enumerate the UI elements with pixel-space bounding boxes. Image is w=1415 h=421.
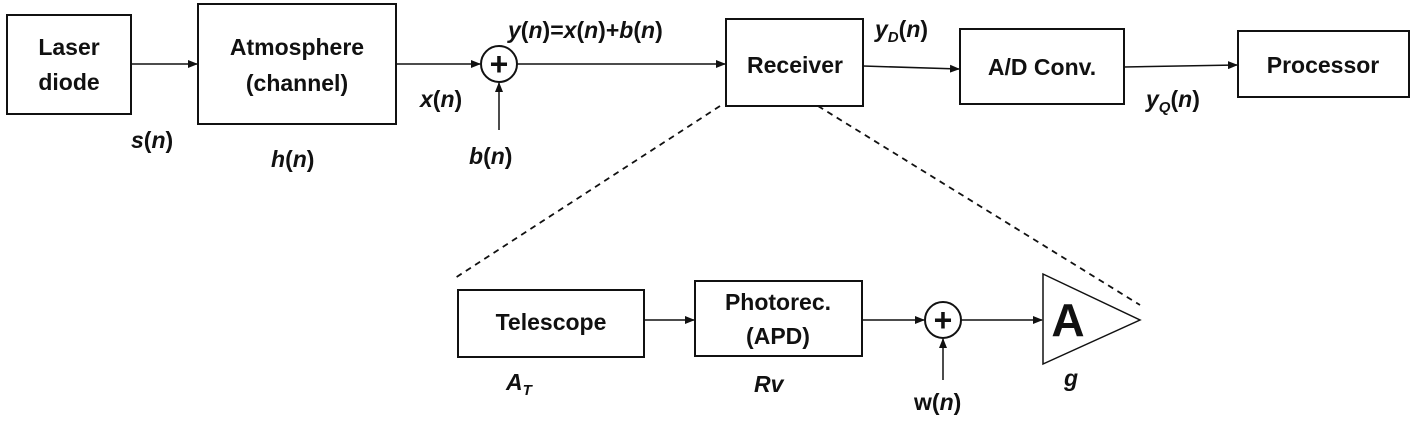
sum-node-bottom-plus: +: [934, 302, 953, 338]
signal-b-label: b(n): [469, 143, 512, 169]
signal-y-equation: y(n)=x(n)+b(n): [507, 17, 663, 43]
photoreceiver-label-line2: (APD): [746, 323, 810, 349]
sum-node-top: +: [480, 45, 518, 83]
signal-g-label: g: [1063, 365, 1078, 391]
receiver-block: Receiver: [725, 18, 864, 107]
laser-diode-label-line2: diode: [38, 69, 99, 95]
laser-diode-block: Laser diode: [6, 14, 132, 115]
signal-AT-label: AT: [505, 369, 534, 399]
amplifier-triangle: A: [1042, 272, 1142, 366]
telescope-label: Telescope: [496, 309, 607, 335]
processor-block: Processor: [1237, 30, 1410, 98]
zoom-line-right: [817, 105, 1141, 306]
signal-yQ-label: yQ(n): [1145, 86, 1200, 116]
amplifier-label: A: [1051, 294, 1084, 346]
signal-x-label: x(n): [418, 86, 462, 112]
signal-w-label: w(n): [913, 389, 961, 415]
photoreceiver-label-line1: Photorec.: [725, 289, 831, 315]
arrow-receiver-to-adc: [862, 64, 960, 73]
signal-Rv-label: Rv: [754, 371, 785, 397]
atmosphere-label-line1: Atmosphere: [230, 34, 364, 60]
signal-s-label: s(n): [131, 127, 173, 153]
laser-diode-label-line1: Laser: [38, 34, 99, 60]
signal-yD-label: yD(n): [874, 16, 928, 46]
photoreceiver-block: Photorec. (APD): [694, 280, 863, 357]
telescope-block: Telescope: [457, 289, 645, 358]
sum-node-top-plus: +: [490, 46, 509, 82]
atmosphere-label-line2: (channel): [246, 70, 348, 96]
ad-converter-label: A/D Conv.: [988, 54, 1096, 80]
processor-label: Processor: [1267, 52, 1380, 78]
arrow-adc-to-processor: [1123, 61, 1238, 70]
zoom-line-left: [454, 105, 721, 279]
sum-node-bottom: +: [924, 301, 962, 339]
receiver-label: Receiver: [747, 52, 843, 78]
atmosphere-block: Atmosphere (channel): [197, 3, 397, 125]
signal-h-label: h(n): [271, 146, 314, 172]
ad-converter-block: A/D Conv.: [959, 28, 1125, 105]
